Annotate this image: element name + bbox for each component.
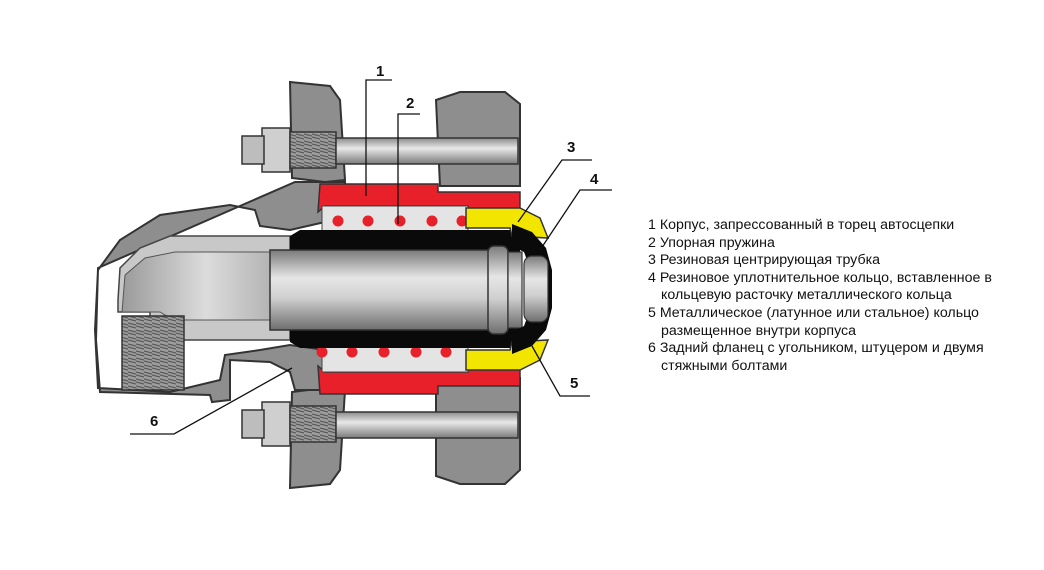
callout-6: 6 — [150, 413, 158, 430]
legend: 1 Корпус, запрессованный в торец автосце… — [648, 217, 1038, 375]
elbow-bore — [121, 251, 291, 321]
legend-item-4: 4 Резиновое уплотнительное кольцо, встав… — [648, 269, 992, 304]
legend-item-6: 6 Задний фланец с угольником, штуцером и… — [648, 340, 984, 374]
leader-lines — [130, 79, 612, 435]
lower-bolt — [241, 401, 519, 447]
callout-5: 5 — [570, 375, 578, 392]
callout-1: 1 — [376, 63, 384, 80]
spring-coils — [316, 215, 468, 358]
threaded-fitting — [121, 315, 185, 391]
callout-3: 3 — [567, 139, 575, 156]
legend-item-2: 2 Упорная пружина — [648, 234, 775, 251]
upper-bolt — [241, 127, 519, 173]
legend-item-3: 3 Резиновая центрирующая трубка — [648, 252, 880, 269]
legend-item-5: 5 Металлическое (латунное или стальное) … — [648, 304, 979, 339]
legend-item-1: 1 Корпус, запрессованный в торец автосце… — [648, 217, 955, 233]
inner-cylinder — [269, 249, 501, 331]
callout-4: 4 — [590, 171, 599, 188]
callout-2: 2 — [406, 95, 414, 112]
